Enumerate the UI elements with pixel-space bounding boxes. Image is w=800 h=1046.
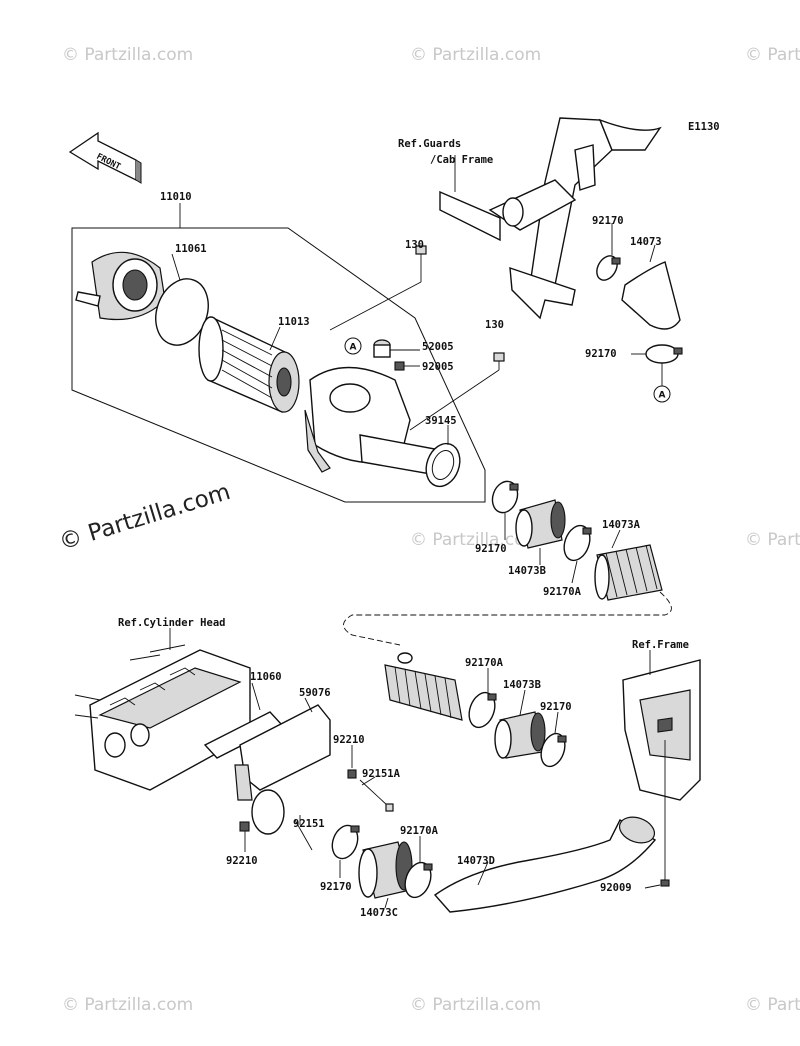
part-label-14073B: 14073B [508,565,546,577]
reference-guards-label: Ref.Guards [398,138,461,150]
cab-frame-reference [439,117,662,320]
part-label-92170A: 92170A [400,825,439,837]
part-label-14073: 14073 [630,236,662,248]
part-label-14073B: 14073B [503,679,541,691]
bellows-hose [384,652,463,721]
hose-clamp [563,524,592,562]
part-label-11061: 11061 [175,243,207,255]
watermark: © Partzilla.com [745,530,800,550]
nut [239,821,250,832]
intake-hose [358,841,413,899]
reference-frame-label: Ref.Frame [632,639,689,651]
part-label-14073A: 14073A [602,519,641,531]
watermark: © Partzilla.com [410,45,541,65]
part-label-92210: 92210 [226,855,258,867]
hose-clamp [540,732,567,768]
part-label-14073D: 14073D [457,855,495,867]
seal-ring [425,442,461,488]
watermark-grid: © Partzilla.com © Partzilla.com © Partzi… [62,45,800,1015]
intake-manifold [234,704,331,835]
watermark: © Partzilla.com [410,530,541,550]
watermark: © Partzilla.com [410,995,541,1015]
part-label-11010: 11010 [160,191,192,203]
valve-cap [373,339,391,358]
intake-duct-long [433,819,657,913]
bolt [415,245,427,282]
intake-hose [494,711,546,759]
bellows-hose [594,544,663,601]
part-label-92151A: 92151A [362,768,401,780]
part-label-11060: 11060 [250,671,282,683]
diagram-code: E1130 [688,121,720,133]
cylinder-head-reference [74,644,251,791]
part-label-92210: 92210 [333,734,365,746]
watermark: © Partzilla.com [62,45,193,65]
air-cleaner-assembly-frame [71,227,486,503]
part-label-39145: 39145 [425,415,457,427]
frame-reference [622,659,701,880]
bolt [493,352,505,370]
callout-a-letter: A [659,391,666,401]
part-label-130: 130 [405,239,424,251]
hose-clamp [404,861,433,899]
part-label-92170: 92170 [540,701,572,713]
main-watermark: © Partzilla.com [56,479,233,556]
hose-clamp [468,691,497,729]
part-label-92009: 92009 [600,882,632,894]
intake-hose [515,499,566,549]
part-label-92170: 92170 [585,348,617,360]
part-label-92170: 92170 [475,543,507,555]
part-label-52005: 52005 [422,341,454,353]
callout-a-marker [653,385,671,403]
stud-bolt [359,779,394,812]
watermark: © Partzilla.com [62,995,193,1015]
callout-a-letter: A [350,343,357,353]
watermark: © Partzilla.com [745,45,800,65]
nut [347,769,357,779]
callout-a-marker [344,337,362,355]
intake-duct-elbow [621,261,681,330]
part-label-59076: 59076 [299,687,331,699]
part-label-92170: 92170 [320,881,352,893]
stud-bolt [294,819,313,851]
hose-clamp [645,344,683,364]
part-label-11013: 11013 [278,316,310,328]
hose-clamp [596,255,621,281]
reference-cab-frame-label: /Cab Frame [430,154,493,166]
part-label-130: 130 [485,319,504,331]
part-label-92005: 92005 [422,361,454,373]
part-label-92170A: 92170A [465,657,504,669]
hose-clamp [491,480,519,514]
part-label-92170A: 92170A [543,586,582,598]
part-label-92151: 92151 [293,818,325,830]
bolt [660,879,670,887]
part-label-14073C: 14073C [360,907,398,919]
air-filter-element [198,316,300,414]
connection-line [343,591,672,646]
part-label-92170: 92170 [592,215,624,227]
watermark: © Partzilla.com [745,995,800,1015]
fitting [394,361,405,371]
reference-cylinder-head-label: Ref.Cylinder Head [118,617,225,629]
air-cleaner-cap [75,251,166,321]
front-arrow-icon: FRONT [68,131,142,184]
hose-clamp [331,824,360,860]
